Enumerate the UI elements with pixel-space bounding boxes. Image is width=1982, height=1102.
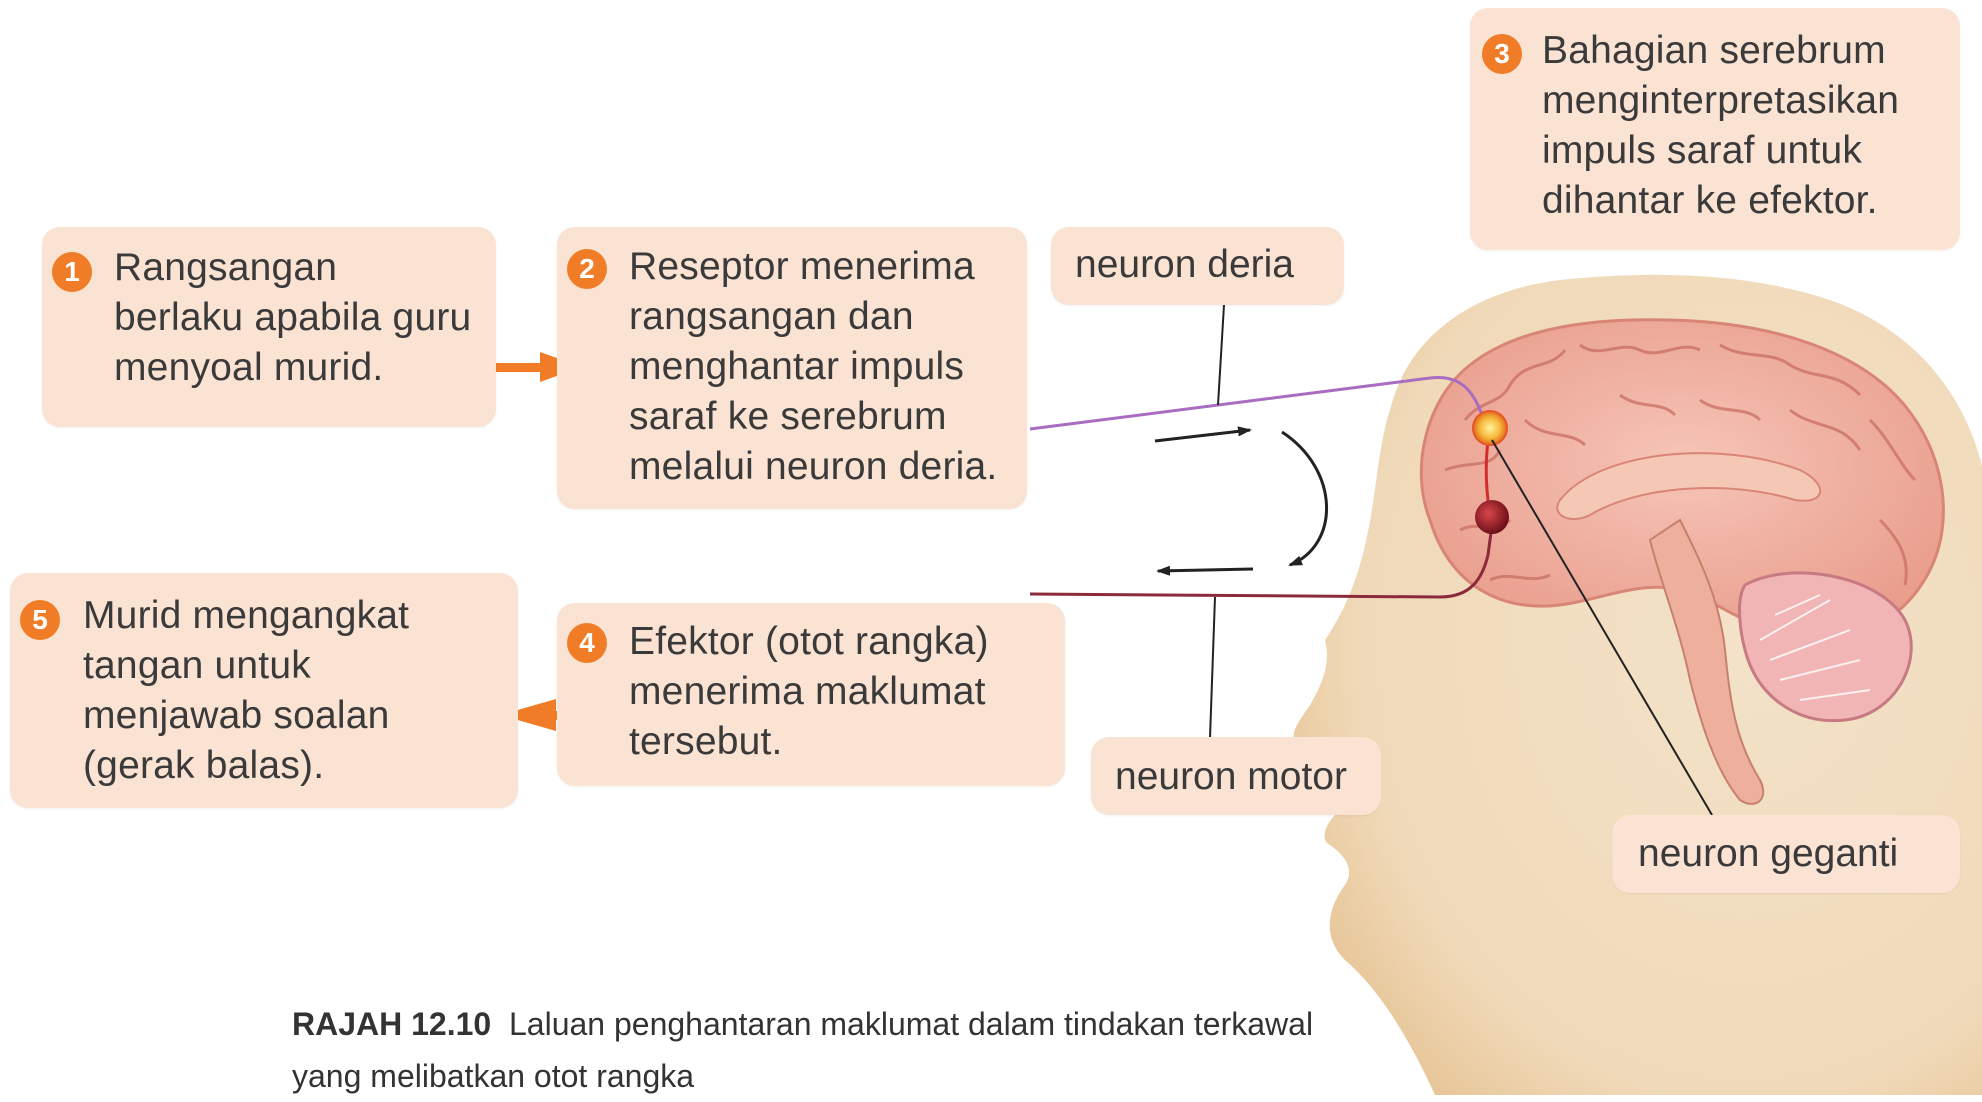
label-box-motor: neuron motor (1091, 737, 1381, 815)
step-badge-2: 2 (567, 249, 607, 289)
flow-arrow-curve (1282, 432, 1327, 565)
step-box-2: 2 Reseptor menerima rangsangan dan mengh… (557, 227, 1027, 509)
step-box-1: 1 Rangsangan berlaku apabila guru menyoa… (42, 227, 496, 427)
step-text-3: Bahagian serebrum menginterpretasikan im… (1542, 26, 1899, 226)
step-box-4: 4 Efektor (otot rangka) menerima makluma… (557, 603, 1065, 786)
step-box-5: 5 Murid mengangkat tangan untuk menjawab… (10, 573, 518, 808)
step-badge-5: 5 (20, 600, 60, 640)
step-badge-1: 1 (52, 252, 92, 292)
step-text-1: Rangsangan berlaku apabila guru menyoal … (114, 243, 471, 393)
leader-line-sensory (1218, 305, 1224, 405)
label-box-relay: neuron geganti (1612, 815, 1960, 893)
step-badge-4: 4 (567, 623, 607, 663)
label-box-sensory: neuron deria (1051, 227, 1344, 305)
figure-caption: RAJAH 12.10 Laluan penghantaran maklumat… (292, 998, 1313, 1102)
flow-arrow-left (1158, 569, 1253, 571)
label-sensory-neuron: neuron deria (1075, 243, 1294, 287)
label-relay-neuron: neuron geganti (1638, 832, 1898, 876)
step-badge-3: 3 (1482, 34, 1522, 74)
flow-arrow-right (1155, 430, 1250, 441)
cerebrum-neuron-dot (1473, 411, 1507, 445)
step-text-4: Efektor (otot rangka) menerima maklumat … (629, 617, 989, 767)
leader-line-motor (1210, 597, 1215, 738)
step-box-3: 3 Bahagian serebrum menginterpretasikan … (1470, 8, 1960, 250)
step-text-2: Reseptor menerima rangsangan dan menghan… (629, 242, 997, 492)
label-motor-neuron: neuron motor (1115, 755, 1347, 799)
step-text-5: Murid mengangkat tangan untuk menjawab s… (83, 591, 409, 791)
motor-neuron-dot (1475, 500, 1509, 534)
figure-ref: RAJAH 12.10 (292, 1006, 491, 1042)
